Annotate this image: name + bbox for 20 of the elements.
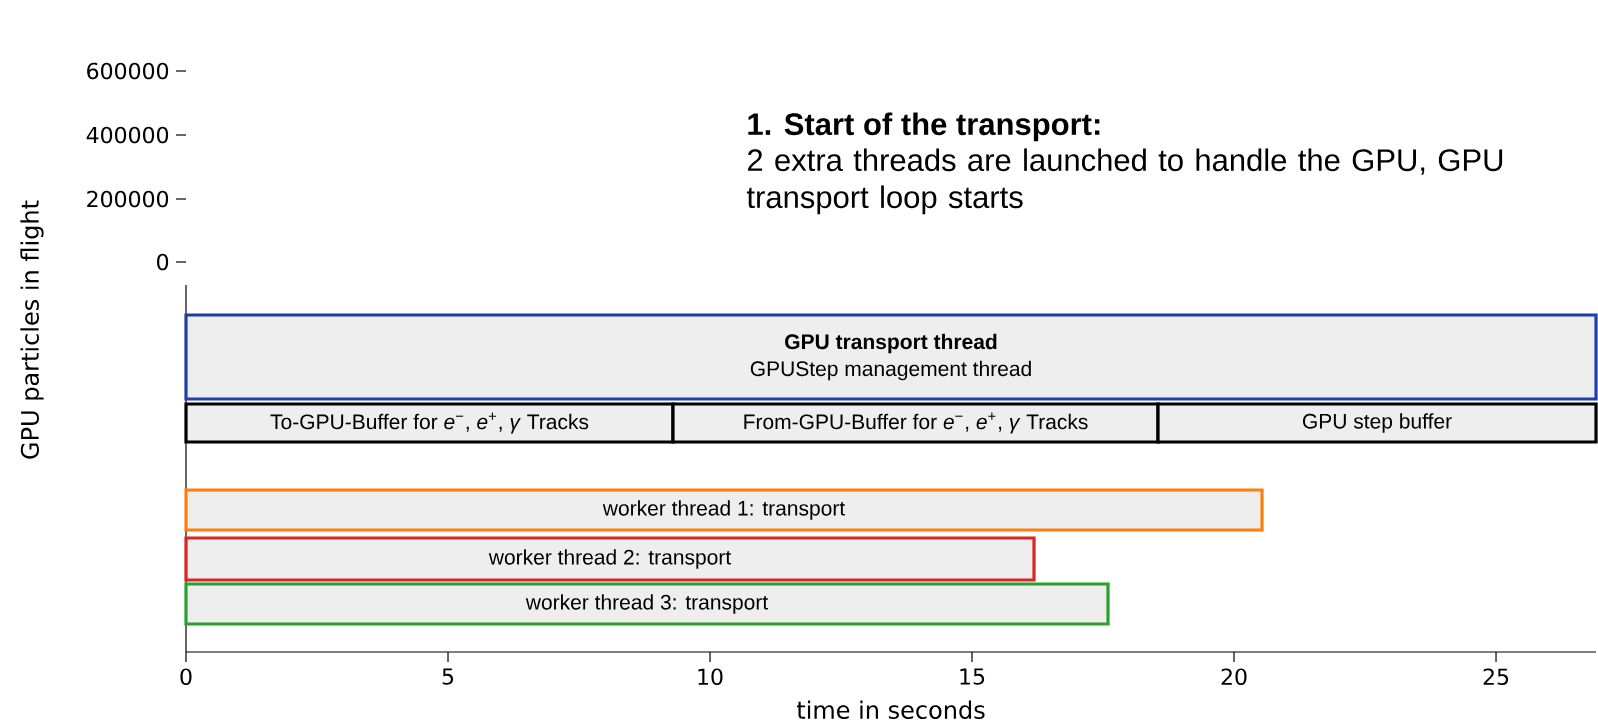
tick-label: 10 [698,668,723,686]
tick-label: 400000 [86,126,169,144]
axis-label: time in seconds [796,700,985,719]
thread-bar: worker thread 1: transport [184,488,1264,532]
thread-bar: worker thread 3: transport [184,582,1110,626]
buffer-box: GPU step buffer [1156,402,1598,444]
tick-label: 15 [960,668,985,685]
axis-label: GPU particles in flight [20,200,44,459]
buffer-box: To-GPU-Buffer for e$^{−}$, e$^{+}$, γ Tracks [184,402,675,444]
tick-label: 600000 [87,62,169,80]
tick-label: 25 [1483,668,1509,686]
tick-label: 20 [1221,668,1247,686]
annotation-heading: 1. Start of the transport: [748,112,1100,142]
tick-label: 0 [180,668,192,686]
tick-label: 0 [157,253,169,271]
thread-bar: worker thread 2: transport [184,536,1036,582]
tick-label: 5 [442,668,454,685]
tick-label: 200000 [87,190,169,208]
buffer-box: From-GPU-Buffer for e$^{−}$, e$^{+}$, γ Tracks [671,402,1160,444]
annotation-text: 2 extra threads are launched to handle the GPU, GPU transport loop starts [746,148,1503,215]
